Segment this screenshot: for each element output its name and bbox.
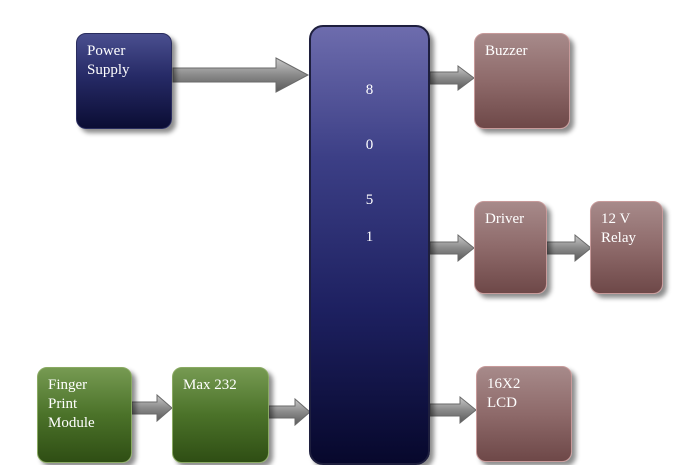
driver-block: Driver bbox=[474, 201, 547, 294]
mcu-label-char-2: 0 bbox=[365, 137, 374, 153]
arrow-power-to-mcu bbox=[172, 57, 310, 93]
buzzer-block: Buzzer bbox=[474, 33, 570, 129]
fingerprint-module-block: Finger Print Module bbox=[37, 367, 132, 463]
mcu-label-char-4: 1 bbox=[365, 229, 374, 245]
power-supply-block: Power Supply bbox=[76, 33, 172, 129]
mcu-label-char-1: 8 bbox=[365, 82, 374, 98]
arrow-mcu-to-driver bbox=[429, 233, 475, 263]
arrow-max232-to-mcu bbox=[268, 397, 311, 427]
arrow-fingerprint-to-max232 bbox=[131, 393, 173, 423]
microcontroller-8051-block: 8 0 5 1 bbox=[309, 25, 430, 465]
arrow-mcu-to-buzzer bbox=[429, 65, 475, 91]
lcd-block: 16X2 LCD bbox=[476, 366, 572, 462]
relay-block: 12 V Relay bbox=[590, 201, 663, 294]
arrow-mcu-to-lcd bbox=[429, 395, 477, 425]
max232-block: Max 232 bbox=[172, 367, 269, 463]
mcu-label-char-3: 5 bbox=[365, 192, 374, 208]
arrow-driver-to-relay bbox=[546, 233, 592, 263]
